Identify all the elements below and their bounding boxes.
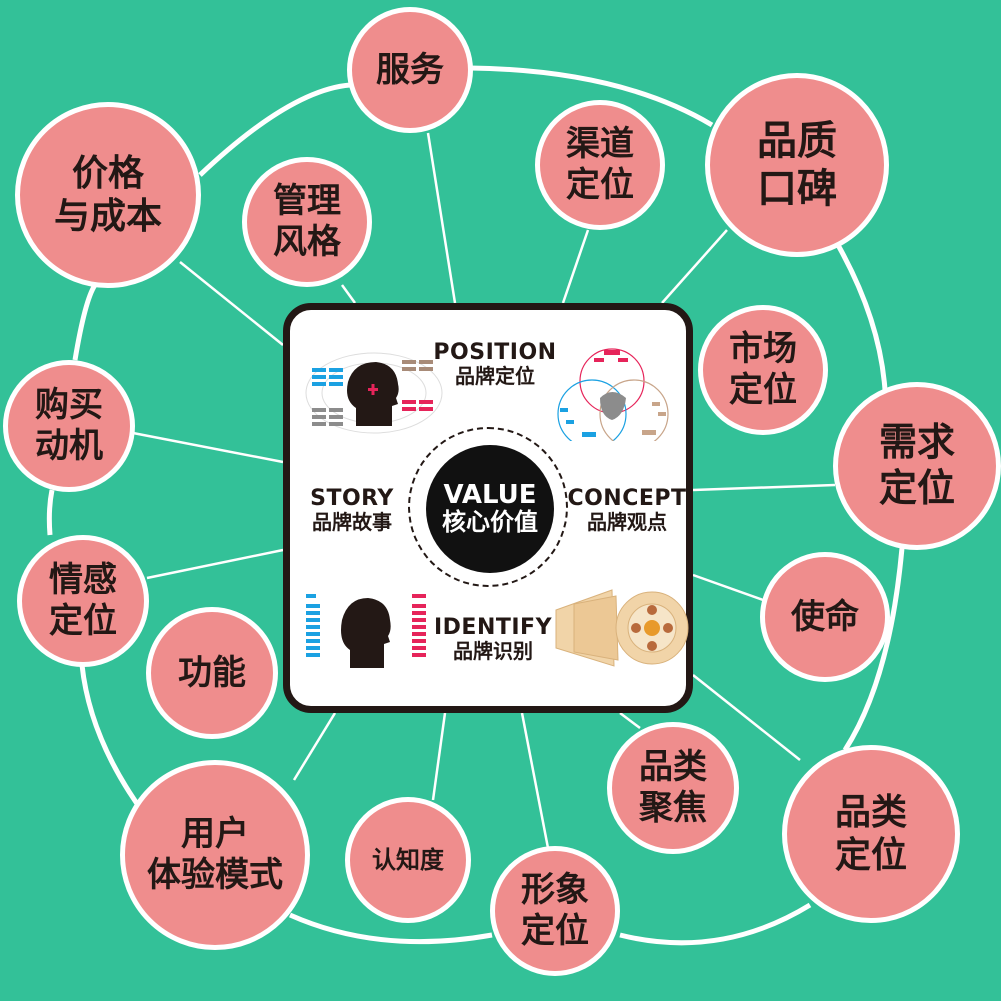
head-diagram-icon bbox=[306, 594, 426, 668]
outer-ring bbox=[46, 65, 905, 946]
quadrant-title-zh: 品牌观点 bbox=[587, 510, 667, 535]
node-label: 品类 bbox=[639, 747, 707, 788]
spoke-lines bbox=[132, 132, 836, 849]
quadrant-concept[interactable]: CONCEPT 品牌观点 bbox=[562, 486, 692, 534]
node-label: 使命 bbox=[791, 596, 859, 637]
venn-diagram-icon bbox=[557, 348, 669, 441]
node-label: 体验模式 bbox=[147, 855, 283, 895]
node-label: 购买 bbox=[35, 385, 103, 426]
quadrant-title-en: CONCEPT bbox=[567, 486, 687, 511]
node-awareness[interactable]: 认知度 bbox=[345, 797, 471, 923]
node-label: 功能 bbox=[178, 652, 246, 693]
quadrant-title-zh: 品牌故事 bbox=[312, 510, 392, 535]
node-channel-positioning[interactable]: 渠道定位 bbox=[535, 100, 665, 230]
node-image-positioning[interactable]: 形象定位 bbox=[490, 846, 620, 976]
node-label: 情感 bbox=[49, 560, 117, 601]
node-quality-reputation[interactable]: 品质口碑 bbox=[705, 73, 889, 257]
node-label: 与成本 bbox=[53, 196, 162, 237]
dashed-ring bbox=[408, 427, 568, 587]
node-label: 管理 bbox=[273, 181, 341, 222]
node-category-focus[interactable]: 品类聚焦 bbox=[607, 722, 739, 854]
node-label: 品质 bbox=[757, 118, 837, 164]
node-management-style[interactable]: 管理风格 bbox=[242, 157, 372, 287]
quadrant-title-en: STORY bbox=[310, 486, 394, 511]
head-diagram-icon bbox=[305, 352, 443, 434]
node-service[interactable]: 服务 bbox=[347, 7, 473, 133]
brand-value-panel: POSITION 品牌定位 STORY 品牌故事 CONCEPT 品牌观点 ID… bbox=[283, 303, 693, 713]
node-label: 认知度 bbox=[372, 845, 444, 874]
quadrant-title-en: POSITION bbox=[433, 340, 557, 365]
node-label: 服务 bbox=[376, 49, 444, 90]
node-label: 市场 bbox=[729, 329, 797, 370]
quadrant-title-en: IDENTIFY bbox=[433, 615, 553, 640]
node-label: 定位 bbox=[521, 911, 589, 951]
node-label: 风格 bbox=[273, 222, 341, 262]
quadrant-position[interactable]: POSITION 品牌定位 bbox=[427, 340, 563, 388]
node-mission[interactable]: 使命 bbox=[760, 552, 890, 682]
node-label: 聚焦 bbox=[639, 788, 707, 828]
node-purchase-motive[interactable]: 购买动机 bbox=[3, 360, 135, 492]
node-label: 需求 bbox=[878, 420, 955, 465]
node-demand-positioning[interactable]: 需求定位 bbox=[833, 382, 1001, 550]
node-market-positioning[interactable]: 市场定位 bbox=[698, 305, 828, 435]
quadrant-story[interactable]: STORY 品牌故事 bbox=[292, 486, 412, 534]
node-label: 定位 bbox=[834, 835, 907, 876]
node-emotional-positioning[interactable]: 情感定位 bbox=[17, 535, 149, 667]
node-label: 定位 bbox=[49, 601, 117, 641]
fan-diagram-icon bbox=[555, 589, 689, 667]
node-label: 定位 bbox=[878, 466, 955, 510]
core-value-en: VALUE bbox=[443, 480, 537, 511]
core-value[interactable]: VALUE 核心价值 bbox=[426, 445, 554, 573]
node-label: 定位 bbox=[729, 370, 797, 410]
node-category-positioning[interactable]: 品类定位 bbox=[782, 745, 960, 923]
quadrant-title-zh: 品牌定位 bbox=[455, 364, 535, 389]
node-label: 形象 bbox=[521, 870, 589, 911]
node-price-cost[interactable]: 价格与成本 bbox=[15, 102, 201, 288]
node-function[interactable]: 功能 bbox=[146, 607, 278, 739]
node-label: 定位 bbox=[566, 165, 634, 205]
node-user-experience-mode[interactable]: 用户体验模式 bbox=[120, 760, 310, 950]
node-label: 口碑 bbox=[757, 166, 837, 212]
node-label: 价格 bbox=[71, 152, 144, 194]
node-label: 渠道 bbox=[566, 124, 634, 165]
core-value-zh: 核心价值 bbox=[442, 508, 538, 537]
quadrant-identify[interactable]: IDENTIFY 品牌识别 bbox=[428, 615, 558, 663]
quadrant-title-zh: 品牌识别 bbox=[453, 639, 533, 664]
node-label: 动机 bbox=[35, 426, 103, 466]
node-label: 品类 bbox=[834, 791, 907, 833]
node-label: 用户 bbox=[181, 814, 249, 855]
